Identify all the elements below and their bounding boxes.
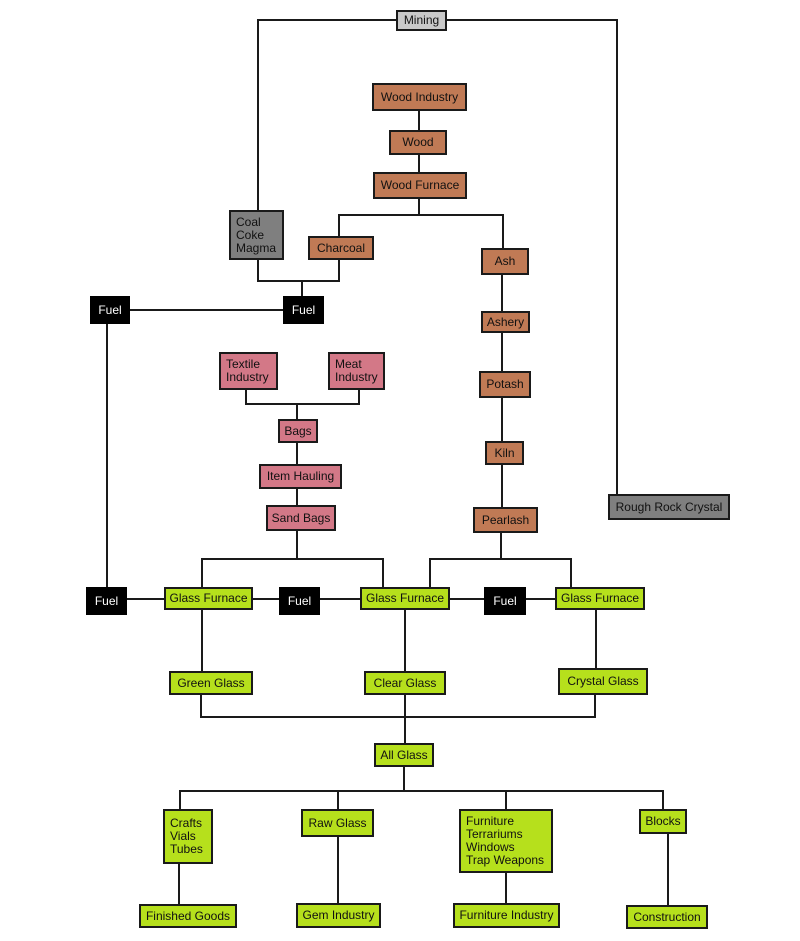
node-wood-furnace: Wood Furnace (373, 172, 467, 199)
node-clear-glass: Clear Glass (364, 671, 446, 695)
edge-pearlash-furnaces (429, 558, 572, 587)
node-finished-goods: Finished Goods (139, 904, 237, 928)
node-furniture-group: Furniture Terrariums Windows Trap Weapon… (459, 809, 553, 873)
node-gem-industry: Gem Industry (296, 903, 381, 928)
edge-glasses-merge (200, 694, 596, 718)
node-furniture-industry: Furniture Industry (453, 903, 560, 928)
node-potash: Potash (479, 371, 531, 398)
node-kiln: Kiln (485, 441, 524, 465)
edge-sandbags-furnaces (201, 558, 384, 587)
node-fuel-mid: Fuel (283, 296, 324, 324)
node-wood: Wood (389, 130, 447, 155)
node-textile-industry: Textile Industry (219, 352, 278, 390)
node-pearlash: Pearlash (473, 507, 538, 533)
node-sand-bags: Sand Bags (266, 505, 336, 531)
node-crafts-vials-tubes: Crafts Vials Tubes (163, 809, 213, 864)
node-all-glass: All Glass (374, 743, 434, 767)
node-glass-furnace-3: Glass Furnace (555, 587, 645, 610)
node-fuel-row-1: Fuel (86, 587, 127, 615)
node-wood-industry: Wood Industry (372, 83, 467, 111)
node-glass-furnace-2: Glass Furnace (360, 587, 450, 610)
node-glass-furnace-1: Glass Furnace (164, 587, 253, 610)
edge-allglass-branches (179, 790, 664, 810)
node-construction: Construction (626, 905, 708, 929)
edge-textile-meat-bags (245, 389, 360, 405)
node-charcoal: Charcoal (308, 236, 374, 260)
edge-mining-crystal (446, 19, 618, 494)
node-fuel-row-3: Fuel (484, 587, 526, 615)
node-coal-coke-magma: Coal Coke Magma (229, 210, 284, 260)
node-raw-glass: Raw Glass (301, 809, 374, 837)
node-fuel-row-2: Fuel (279, 587, 320, 615)
node-green-glass: Green Glass (169, 671, 253, 695)
node-fuel-left: Fuel (90, 296, 130, 324)
edge-mining-coal (257, 19, 396, 211)
node-mining: Mining (396, 10, 447, 31)
edge-woodfurnace-charcoal-ash (338, 214, 504, 249)
node-bags: Bags (278, 419, 318, 443)
node-rough-rock-crystal: Rough Rock Crystal (608, 494, 730, 520)
node-ashery: Ashery (481, 311, 530, 333)
node-ash: Ash (481, 248, 529, 275)
node-crystal-glass: Crystal Glass (558, 668, 648, 695)
node-item-hauling: Item Hauling (259, 464, 342, 489)
node-blocks: Blocks (639, 809, 687, 834)
edge-coal-charcoal-fuel (257, 259, 340, 282)
node-meat-industry: Meat Industry (328, 352, 385, 390)
